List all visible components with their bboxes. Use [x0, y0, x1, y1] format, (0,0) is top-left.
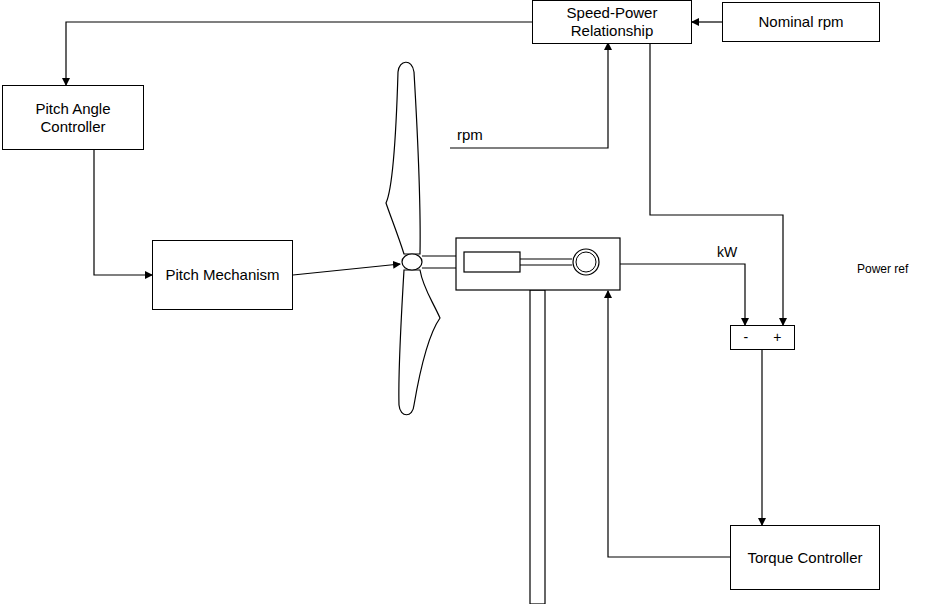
tower — [530, 290, 545, 604]
mechanism-box: Pitch Mechanism — [152, 240, 293, 310]
process-box: Speed-Power Relationship — [532, 0, 692, 44]
controller-box: Pitch Angle Controller — [2, 85, 144, 150]
signal-line — [608, 291, 730, 557]
connector-arrow — [650, 44, 783, 325]
signal-label: Power ref — [856, 262, 909, 276]
rotor-blade — [386, 62, 420, 254]
input-box: Nominal rpm — [722, 2, 880, 42]
box-text: Pitch Mechanism — [165, 266, 279, 284]
connector-arrow — [66, 22, 532, 85]
connector-arrow — [692, 21, 722, 22]
connector-arrow — [94, 150, 152, 275]
signal-line — [450, 43, 608, 148]
gearbox — [464, 252, 520, 272]
generator-shaft — [520, 259, 572, 265]
rotor-hub — [402, 254, 422, 270]
controller-box: Torque Controller — [730, 525, 880, 590]
nacelle — [456, 238, 620, 290]
summing-junction: -+ — [730, 325, 795, 350]
box-text: Torque Controller — [747, 549, 862, 567]
shaft — [422, 256, 456, 268]
signal-label: rpm — [456, 126, 484, 143]
signal-label: kW — [716, 244, 738, 260]
generator — [576, 252, 596, 272]
box-text: Nominal rpm — [758, 13, 843, 31]
box-text: Pitch Angle Controller — [3, 100, 143, 136]
connector-arrow — [761, 350, 762, 525]
sign-symbol: + — [773, 329, 781, 346]
rotor-blade — [399, 270, 440, 415]
signal-line — [620, 264, 745, 325]
signal-line — [293, 264, 400, 275]
generator — [573, 249, 599, 275]
sign-symbol: - — [744, 329, 749, 346]
box-text: Speed-Power Relationship — [533, 4, 691, 40]
